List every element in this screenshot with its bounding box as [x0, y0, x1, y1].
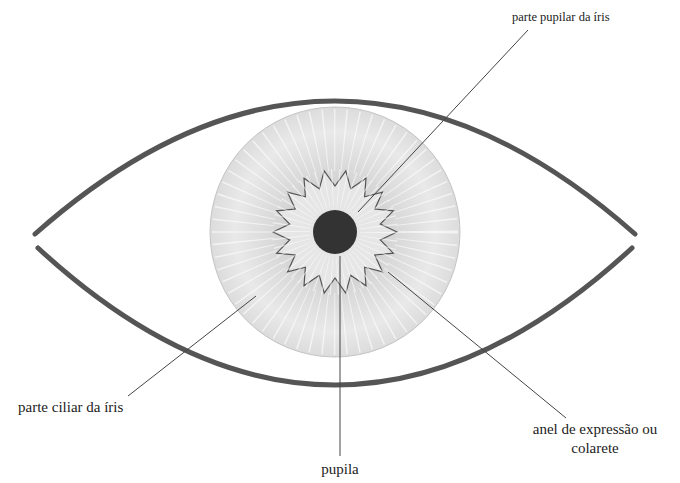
leader-line	[358, 30, 528, 212]
part-label: parte pupilar da íris	[512, 10, 672, 26]
part-label: pupila	[300, 460, 380, 479]
collarette	[273, 171, 397, 293]
iris	[210, 107, 460, 357]
pupillary-fibres	[291, 188, 379, 276]
leader-line	[388, 272, 566, 418]
upper-eyelid	[35, 101, 635, 234]
pupil	[313, 210, 357, 254]
leader-line	[128, 296, 256, 396]
lower-eyelid	[38, 248, 632, 385]
leader-line	[340, 256, 341, 456]
part-label: parte ciliar da íris	[18, 398, 198, 417]
part-label: anel de expressão ou colarete	[520, 420, 670, 458]
